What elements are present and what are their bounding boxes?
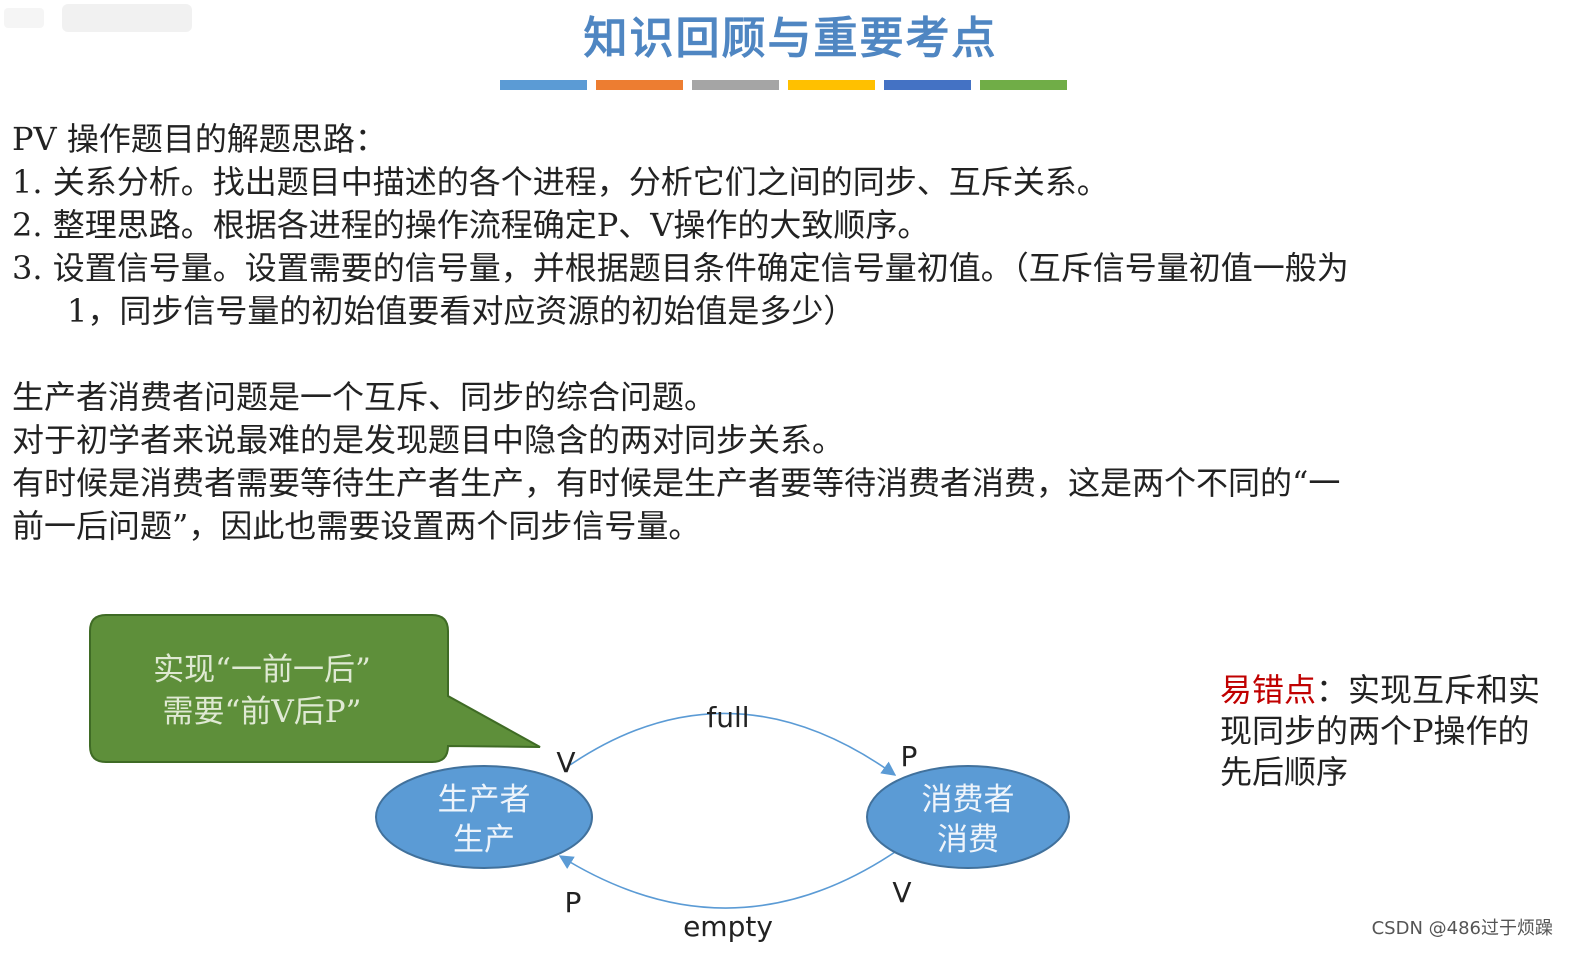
empty-label: empty (683, 910, 773, 943)
explanation-line-1: 有时候是消费者需要等待生产者生产，有时候是生产者要等待消费者消费，这是两个不同的… (12, 464, 1341, 502)
slide-body: PV 操作题目的解题思路： 1. 关系分析。找出题目中描述的各个进程，分析它们之… (12, 118, 1557, 548)
color-bar (788, 80, 875, 90)
step-3: 3. 设置信号量。设置需要的信号量，并根据题目条件确定信号量初值。（互斥信号量初… (12, 249, 1349, 287)
producer-node (375, 765, 593, 869)
color-bar (884, 80, 971, 90)
step-3-continuation: 1，同步信号量的初始值要看对应资源的初始值是多少） (67, 292, 856, 330)
title-color-bars (500, 80, 1067, 90)
common-mistake-label: 易错点 (1220, 671, 1317, 709)
pv-method-heading: PV 操作题目的解题思路： (12, 120, 387, 158)
producer-v-operation: V (556, 746, 575, 779)
producer-consumer-diagram: 实现“一前一后” 需要“前V后P” 生产者 生产 消费者 消费 full emp… (89, 614, 1070, 943)
callout-text-line-1: 实现“一前一后” (153, 652, 371, 688)
color-bar (500, 80, 587, 90)
producer-consumer-summary: 生产者消费者问题是一个互斥、同步的综合问题。 (12, 378, 717, 416)
consumer-label-line-1: 消费者 (922, 782, 1015, 818)
color-bar (692, 80, 779, 90)
step-2: 2. 整理思路。根据各进程的操作流程确定P、V操作的大致顺序。 (12, 206, 930, 244)
common-mistake-text: ：实现互斥和实现同步的两个P操作的先后顺序 (1220, 671, 1541, 791)
page-title: 知识回顾与重要考点 (583, 13, 998, 64)
watermark-logo (4, 4, 192, 32)
paragraph-gap (12, 333, 1557, 376)
callout-bubble (89, 614, 541, 763)
full-arrow (569, 712, 897, 776)
color-bar (980, 80, 1067, 90)
consumer-label-line-2: 消费 (937, 822, 999, 858)
consumer-v-operation: V (892, 876, 911, 909)
common-mistake-note: 易错点：实现互斥和实现同步的两个P操作的先后顺序 (1220, 670, 1550, 793)
explanation-line-2: 前一后问题”，因此也需要设置两个同步信号量。 (12, 507, 701, 545)
producer-label-line-1: 生产者 (438, 782, 531, 818)
step-1: 1. 关系分析。找出题目中描述的各个进程，分析它们之间的同步、互斥关系。 (12, 163, 1109, 201)
color-bar (596, 80, 683, 90)
consumer-p-operation: P (901, 740, 918, 773)
full-label: full (706, 701, 749, 734)
empty-arrow (558, 851, 896, 909)
callout-text-line-2: 需要“前V后P” (163, 694, 362, 730)
producer-p-operation: P (565, 886, 582, 919)
producer-label-line-2: 生产 (453, 822, 515, 858)
source-credit: CSDN @486过于烦躁 (1371, 918, 1553, 939)
difficulty-note: 对于初学者来说最难的是发现题目中隐含的两对同步关系。 (12, 421, 845, 459)
consumer-node (866, 765, 1070, 869)
